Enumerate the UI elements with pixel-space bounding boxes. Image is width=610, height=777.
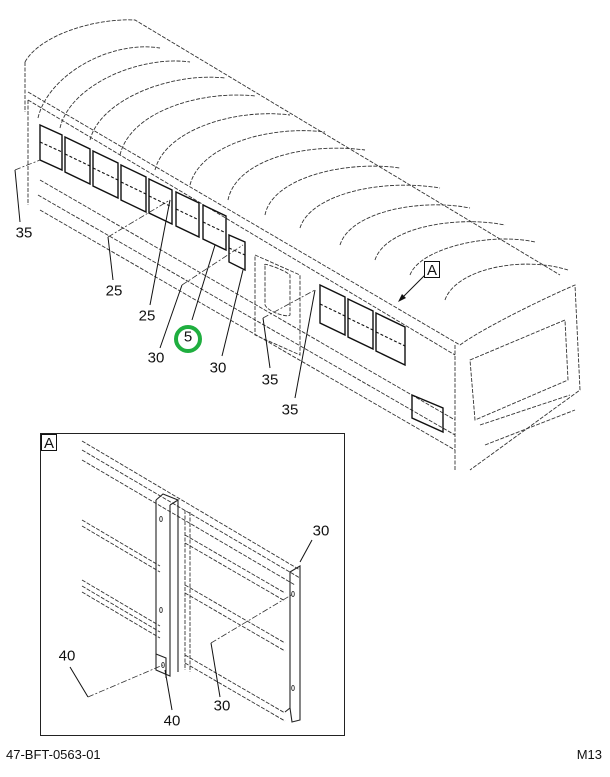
callout-25-right: 25 — [138, 307, 156, 325]
callout-25-left: 25 — [105, 282, 123, 300]
detail-callout-30-top: 30 — [312, 522, 330, 540]
detail-callout-40-left: 40 — [58, 647, 76, 665]
highlight-circle — [174, 325, 202, 353]
drawing-number: 47-BFT-0563-01 — [6, 747, 101, 762]
callout-30-right: 30 — [209, 359, 227, 377]
detail-callout-30-bottom: 30 — [213, 697, 231, 715]
callout-35-front: 35 — [281, 401, 299, 419]
callout-30-left: 30 — [147, 349, 165, 367]
callout-35-rear: 35 — [15, 224, 33, 242]
callout-35-door: 35 — [261, 371, 279, 389]
detail-view-title-tag: A — [41, 434, 57, 452]
view-reference-tag-a[interactable]: A — [424, 261, 440, 279]
sheet-code: M13 — [576, 747, 602, 762]
detail-view-a-frame — [40, 433, 345, 736]
callout-5-highlighted[interactable]: 5 — [183, 328, 193, 346]
detail-callout-40-bottom: 40 — [163, 712, 181, 730]
